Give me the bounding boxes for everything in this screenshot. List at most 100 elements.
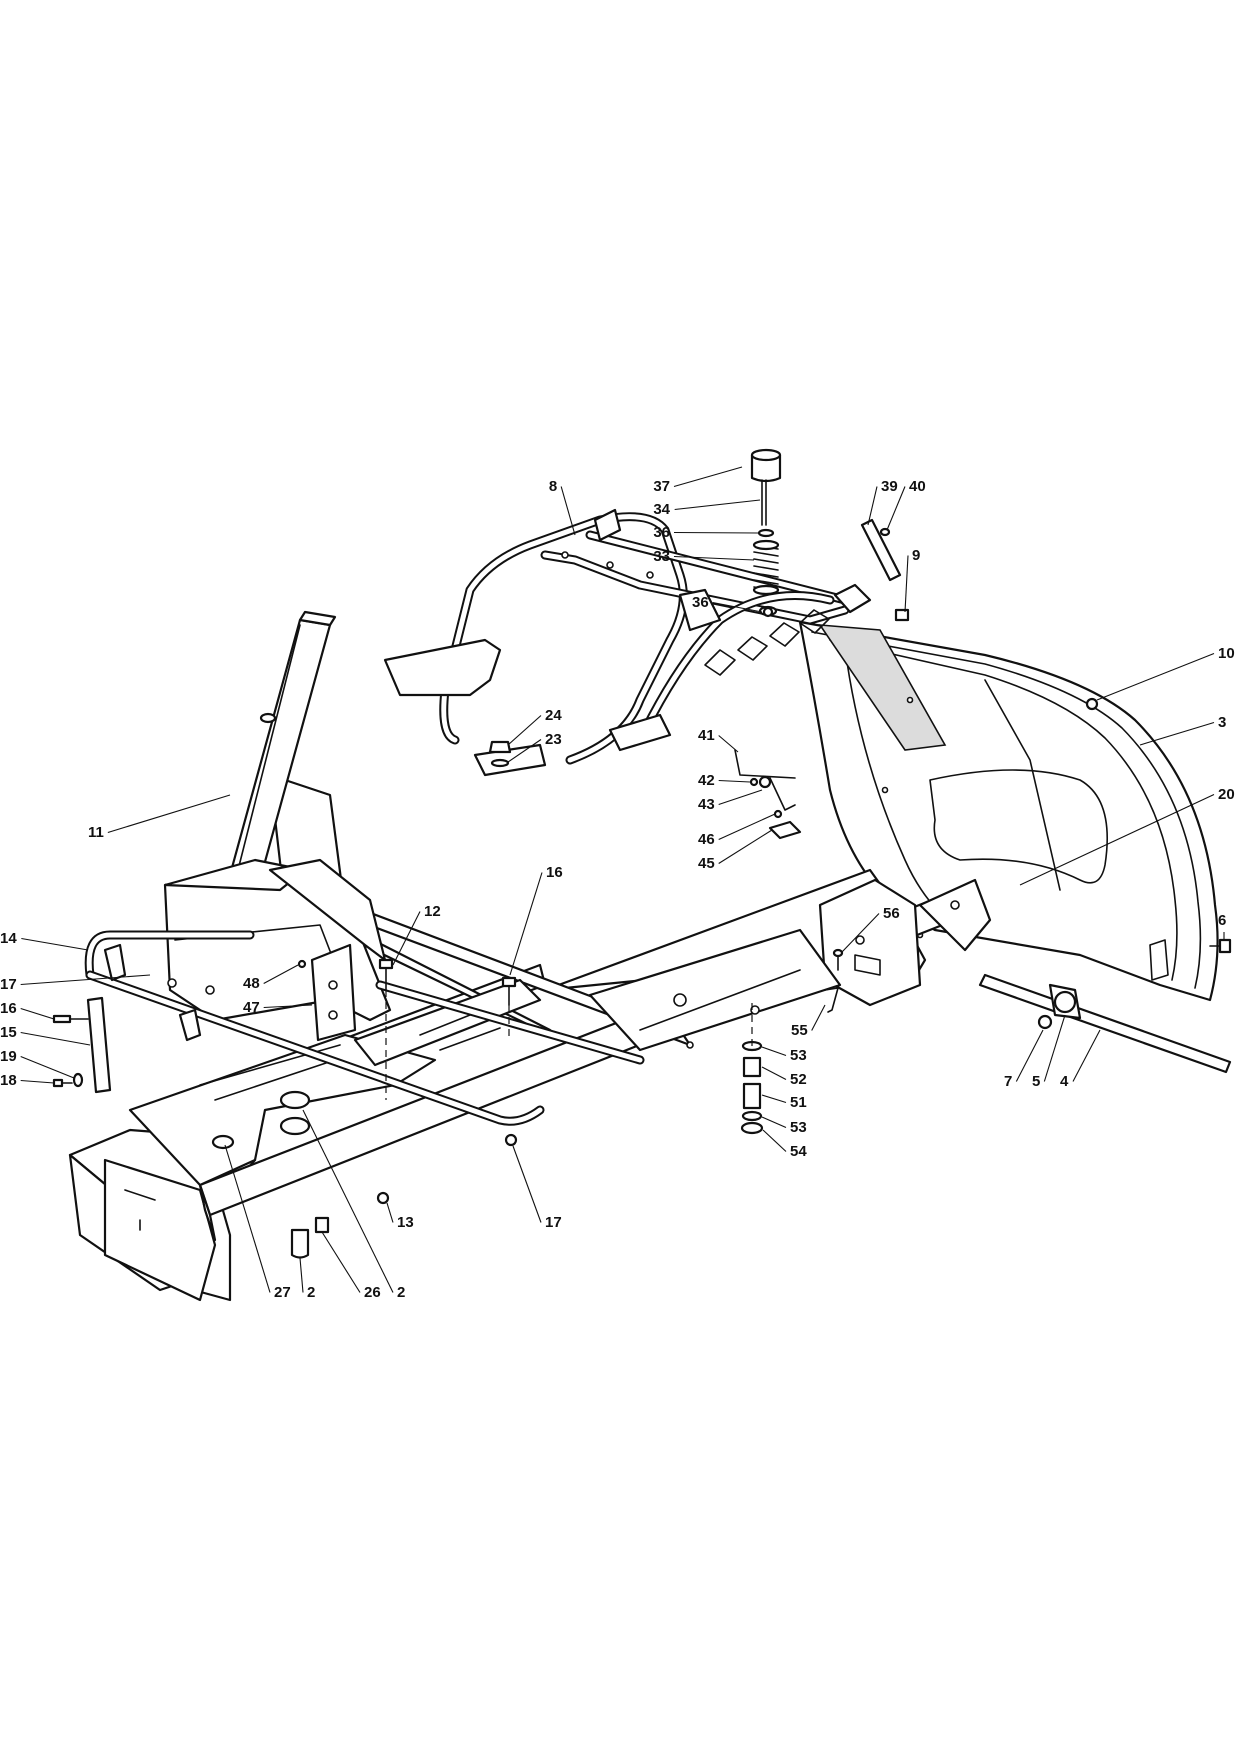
leader-c10 [1096,652,1215,701]
callout-c4: 4 [1060,1073,1069,1090]
leader-c43 [718,789,763,806]
leader-c2a [299,1257,304,1293]
leader-c47 [263,1004,313,1009]
leader-c56 [841,913,880,953]
leader-c14 [21,937,89,951]
leader-c9 [904,555,909,613]
callout-c47: 47 [243,999,260,1016]
callout-c16b: 16 [0,1000,17,1017]
leader-c3 [1139,721,1215,746]
callout-c8: 8 [549,478,557,495]
leader-c46 [718,813,776,841]
callout-c55: 55 [791,1022,808,1039]
leader-c51 [761,1094,787,1104]
leader-c20 [1019,794,1215,886]
callout-c40: 40 [909,478,926,495]
callout-c10: 10 [1218,645,1235,662]
leader-c48 [263,964,299,984]
leader-c16b [20,1007,55,1020]
leader-c27 [224,1144,271,1293]
leader-c55 [811,1004,826,1031]
bracket-39 [860,518,902,582]
callout-c52: 52 [790,1071,807,1088]
callout-c18: 18 [0,1072,17,1089]
callout-c46: 46 [698,831,715,848]
callout-c54: 54 [790,1143,807,1160]
leader-c53b [761,1116,787,1129]
leader-c5 [1043,1014,1066,1082]
leader-c4 [1072,1029,1101,1082]
callout-c20: 20 [1218,786,1235,803]
leader-c7 [1015,1029,1044,1082]
callout-c42: 42 [698,772,715,789]
callout-c15: 15 [0,1024,17,1041]
leader-c52 [761,1066,787,1080]
callout-c7: 7 [1004,1073,1012,1090]
leader-c23 [507,739,542,763]
leader-c26 [321,1231,361,1293]
callout-c39: 39 [881,478,898,495]
callout-c37: 37 [653,478,670,495]
seat-support-frame [383,508,872,777]
leader-c17b [512,1145,542,1223]
leader-c42 [718,779,751,783]
callout-c53b: 53 [790,1119,807,1136]
leader-c13 [386,1202,394,1223]
callout-c27: 27 [274,1284,291,1301]
callout-c34: 34 [653,501,670,518]
callout-c3: 3 [1218,714,1226,731]
leader-c36a [673,531,759,534]
callout-c12: 12 [424,903,441,920]
leader-c19 [20,1055,75,1079]
callout-c13: 13 [397,1214,414,1231]
callout-c23: 23 [545,731,562,748]
leader-c16a [509,872,543,976]
leader-c12 [392,911,421,966]
leader-c11 [107,794,231,834]
steering-column [163,610,392,1022]
callout-c24: 24 [545,707,562,724]
leader-c34 [674,499,761,511]
leader-c45 [718,829,773,864]
leader-c39 [867,486,878,526]
leader-c54 [762,1129,787,1152]
callout-c36b: 36 [692,594,709,611]
leader-c24 [507,715,542,746]
callout-c43: 43 [698,796,715,813]
leader-c41 [718,735,739,753]
callout-c9: 9 [912,547,920,564]
callout-c33: 33 [653,548,670,565]
leader-c40 [886,486,906,531]
front-bumper-tube [84,930,645,1126]
small-hardware [52,606,1232,1259]
callout-c6: 6 [1218,912,1226,929]
main-chassis-frame [68,773,992,1302]
callout-c53a: 53 [790,1047,807,1064]
callout-c56: 56 [883,905,900,922]
callout-c26: 26 [364,1284,381,1301]
callout-c16a: 16 [546,864,563,881]
callout-c2a: 2 [307,1284,315,1301]
callout-c11: 11 [88,824,104,841]
callout-c19: 19 [0,1048,17,1065]
callout-c17b: 17 [545,1214,562,1231]
leader-c18 [20,1079,55,1084]
callout-c36a: 36 [653,524,670,541]
callout-c17a: 17 [0,976,17,993]
leader-c8 [560,486,576,536]
callout-c51: 51 [790,1094,807,1111]
leader-c15 [20,1031,91,1046]
callout-c41: 41 [698,727,715,744]
leader-c2b [302,1109,394,1293]
callout-c45: 45 [698,855,715,872]
callout-c14: 14 [0,930,17,947]
callout-c5: 5 [1032,1073,1040,1090]
leader-c37 [673,466,743,488]
leader-c53a [761,1046,787,1057]
leader-c36b [712,601,763,613]
callout-c2b: 2 [397,1284,405,1301]
seat-spring-stack [750,448,782,617]
leader-c17a [20,974,151,986]
